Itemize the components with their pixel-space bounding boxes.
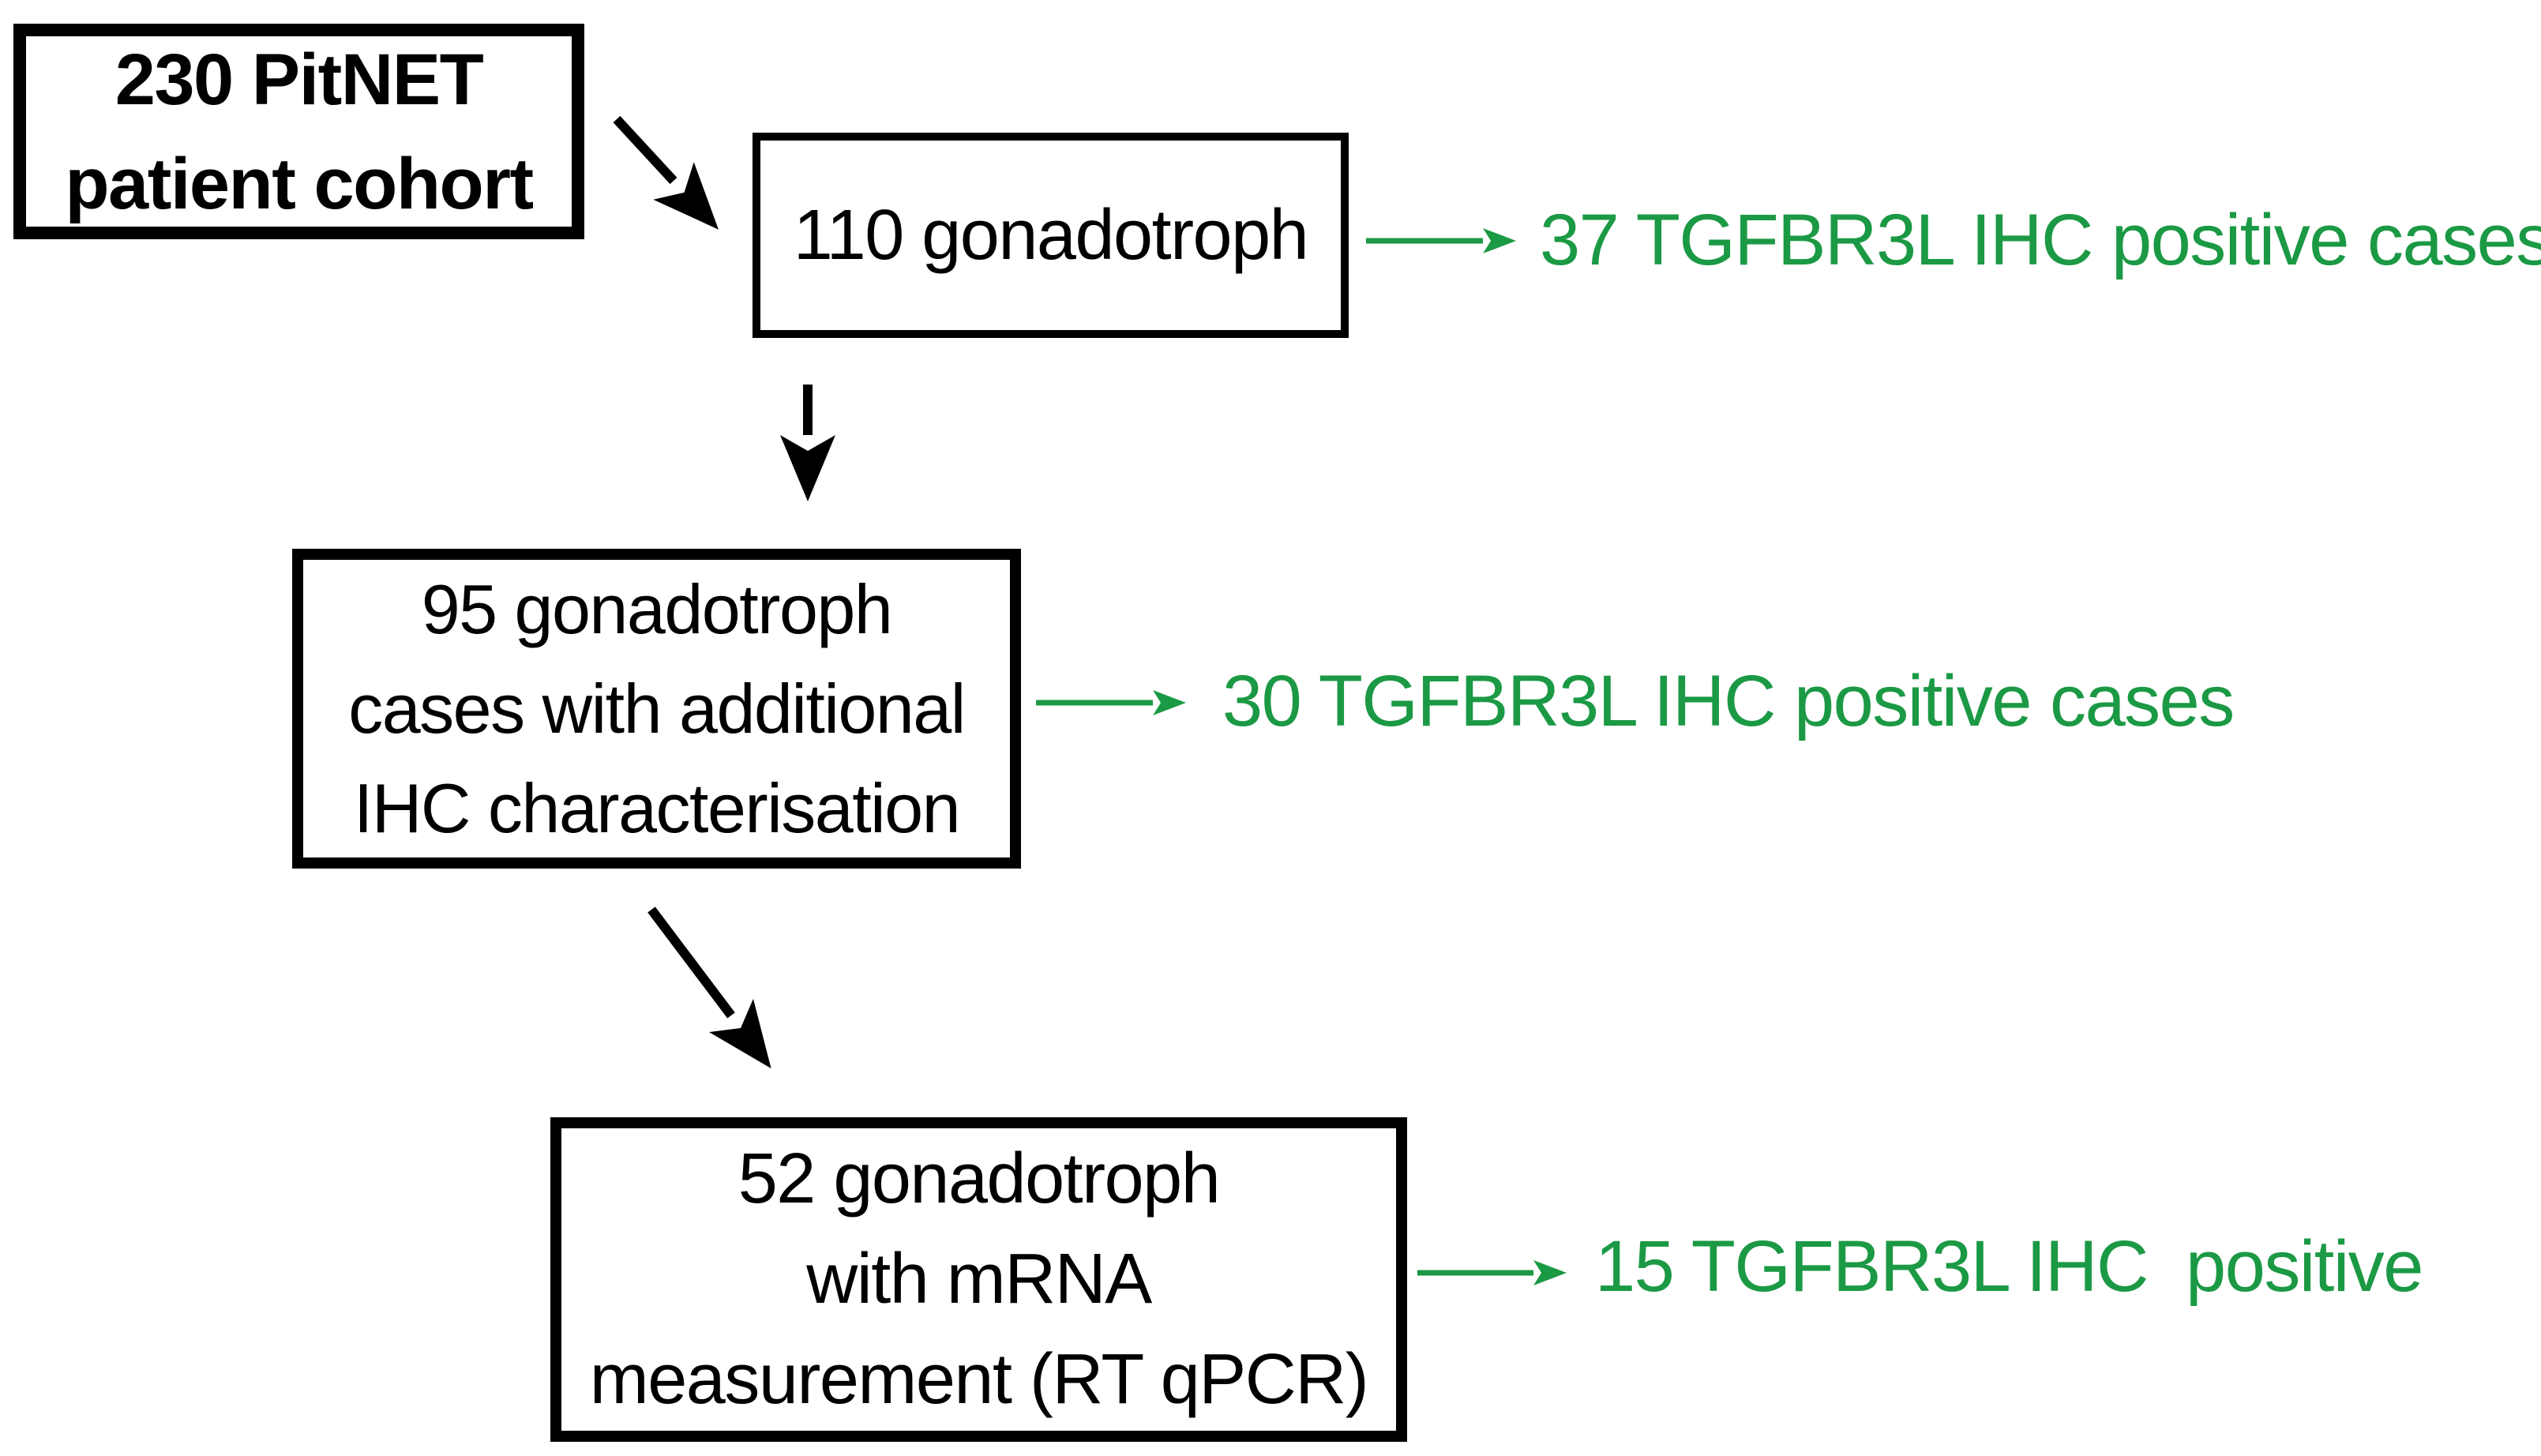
box-95-gonadotroph-line-3: IHC characterisation: [353, 768, 961, 847]
box-95-gonadotroph-line-2: cases with additional: [348, 669, 966, 748]
box-230-pitnet-line-2: patient cohort: [65, 143, 534, 224]
arrow-cohort-to-110: [613, 115, 719, 230]
arrow-95-to-52: [647, 906, 771, 1069]
box-52-gonadotroph-line-3: measurement (RT qPCR): [589, 1340, 1369, 1419]
box-110-gonadotroph-line-1: 110 gonadotroph: [793, 196, 1309, 275]
box-230-pitnet-cohort: 230 PitNET patient cohort: [13, 24, 584, 239]
box-52-gonadotroph-line-1: 52 gonadotroph: [738, 1139, 1221, 1218]
label-37-tgfbr3l-positive: 37 TGFBR3L IHC positive cases: [1540, 199, 2541, 280]
box-95-gonadotroph: 95 gonadotroph cases with additional IHC…: [292, 549, 1021, 869]
box-110-gonadotroph: 110 gonadotroph: [753, 133, 1349, 338]
box-95-gonadotroph-line-1: 95 gonadotroph: [421, 569, 893, 648]
label-30-tgfbr3l-positive: 30 TGFBR3L IHC positive cases: [1222, 660, 2235, 741]
box-230-pitnet-line-1: 230 PitNET: [114, 39, 484, 120]
box-52-gonadotroph: 52 gonadotroph with mRNA measurement (RT…: [550, 1117, 1407, 1442]
label-15-tgfbr3l-positive: 15 TGFBR3L IHC positive: [1595, 1225, 2423, 1307]
box-52-gonadotroph-line-2: with mRNA: [806, 1240, 1152, 1319]
